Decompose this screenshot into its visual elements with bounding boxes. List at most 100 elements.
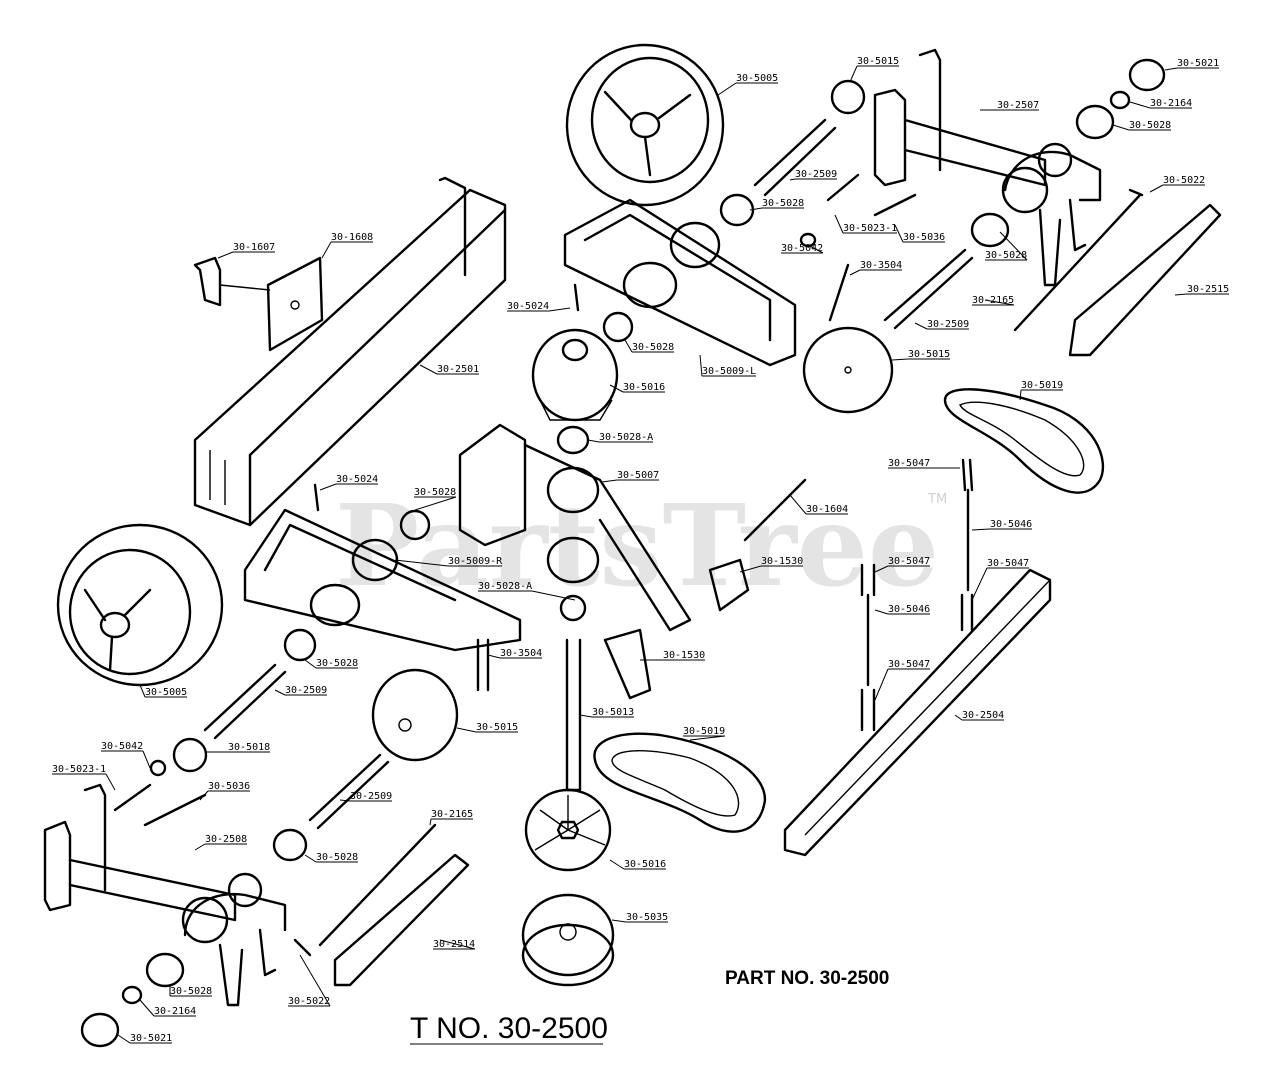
wheel-top (565, 43, 725, 207)
spring-5024-top (573, 283, 580, 312)
callout-label-c30: 30-5046 (990, 519, 1032, 530)
callout-leader-c28 (601, 479, 618, 483)
callout-leader-c39 (874, 609, 889, 615)
bar-2504 (783, 568, 1052, 857)
callout-leader-c35 (531, 590, 576, 601)
callout-leader-c12 (807, 244, 824, 254)
callout-leader-c17 (914, 322, 928, 330)
callout-leader-c33 (414, 496, 457, 511)
callout-label-c25: 30-5016 (623, 382, 665, 393)
bar-2514 (333, 853, 470, 987)
callout-label-c56: 30-5028 (316, 852, 358, 863)
callout-label-c31: 30-1604 (806, 504, 848, 515)
callout-label-c22: 30-5024 (507, 301, 549, 312)
callout-label-c58: 30-5016 (624, 859, 666, 870)
callout-leader-c46 (456, 727, 477, 733)
callout-label-c38: 30-5047 (987, 558, 1029, 569)
callout-leader-c8 (749, 207, 763, 211)
callout-leader-c54 (339, 799, 351, 802)
plate-1608 (266, 256, 324, 352)
callout-label-c23: 30-5028 (632, 342, 674, 353)
callout-label-c34: 30-5009-R (448, 556, 503, 567)
callout-leader-c51 (142, 750, 151, 769)
callout-label-c27: 30-5028-A (599, 432, 653, 443)
callout-label-c15: 30-2165 (972, 295, 1014, 306)
spring-5047-b (960, 593, 974, 632)
callout-leader-c11 (894, 224, 904, 243)
callout-label-c2: 30-5015 (857, 56, 899, 67)
callout-label-c60: 30-2514 (433, 939, 475, 950)
callout-label-c44: 30-2509 (285, 685, 327, 696)
pulley-5016-lower (524, 788, 612, 872)
callout-leader-c38 (971, 567, 988, 601)
callout-leader-c52 (105, 773, 116, 791)
callout-leader-c1 (717, 82, 737, 96)
bushing-5028-lower (283, 628, 317, 662)
callout-label-c13: 30-5028 (985, 250, 1027, 261)
callout-leader-c49 (954, 714, 963, 721)
callout-label-c33: 30-5028 (414, 487, 456, 498)
callout-label-c36: 30-1530 (761, 556, 803, 567)
nut-5042-lower (149, 759, 167, 777)
callout-leader-c43 (304, 659, 317, 669)
callout-label-c35: 30-5028-A (478, 581, 532, 592)
callout-label-c4: 30-5021 (1177, 58, 1219, 69)
watermark-text: PartsTree (335, 481, 939, 612)
callout-label-c7: 30-2509 (795, 169, 837, 180)
callout-leader-c25 (609, 384, 624, 393)
callout-leader-c24 (699, 354, 703, 377)
callout-leader-c19 (217, 251, 234, 259)
callout-leader-c34 (394, 559, 449, 567)
spring-5024-left (313, 483, 320, 512)
callout-leader-c16 (1174, 293, 1188, 296)
bushing-5028-left (399, 509, 431, 541)
callout-leader-c64 (117, 1034, 131, 1044)
callout-label-c49: 30-2504 (962, 710, 1004, 721)
callout-label-c14: 30-3504 (860, 260, 902, 271)
bar-2515 (1068, 203, 1222, 357)
callout-leader-c56 (304, 854, 317, 863)
callout-leader-c26 (1019, 389, 1022, 401)
callout-leader-c23 (624, 339, 633, 353)
callout-label-c39: 30-5046 (888, 604, 930, 615)
spring-5047-a (961, 458, 974, 492)
callout-leader-c40 (487, 654, 501, 659)
hub-5018 (172, 737, 208, 773)
callout-labels: 30-500530-501530-250730-502130-216430-50… (52, 56, 1229, 1044)
callout-label-c20: 30-1608 (331, 232, 373, 243)
callout-leader-c6 (1112, 124, 1130, 131)
callout-label-c61: 30-5028 (170, 986, 212, 997)
callout-label-c59: 30-5035 (626, 912, 668, 923)
callout-leader-c9 (1149, 184, 1164, 193)
callout-label-c29: 30-5047 (888, 458, 930, 469)
callout-leader-c53 (199, 790, 209, 801)
callout-leader-c42 (139, 684, 146, 698)
spring-5047-d (860, 688, 876, 732)
callout-leader-c55 (194, 843, 206, 851)
callout-label-c40: 30-3504 (500, 648, 542, 659)
shaft-2509-lower (203, 663, 287, 740)
spring-5036-lower (143, 793, 207, 827)
bracket-2507 (873, 48, 1102, 287)
callout-label-c37: 30-5047 (888, 556, 930, 567)
callout-leader-c60 (439, 939, 476, 950)
bushing-5028-lower2 (272, 828, 308, 862)
bolt-5022-lower (293, 938, 312, 957)
callout-leader-c36 (739, 565, 762, 573)
part-number-label: PART NO. 30-2500 (725, 968, 889, 989)
title-label: T NO. 30-2500 (410, 1012, 608, 1045)
callout-label-c64: 30-5021 (130, 1033, 172, 1044)
bushing-5028-r1 (1075, 104, 1115, 140)
shaft-2509-top (753, 118, 837, 197)
callout-label-c3: 30-2507 (997, 100, 1039, 111)
rod-2165-lower (318, 823, 437, 947)
link-1530-center (603, 628, 652, 700)
callout-label-c21: 30-2501 (437, 364, 479, 375)
shaft-5013 (565, 638, 582, 792)
callout-label-c9: 30-5022 (1163, 175, 1205, 186)
callout-leader-c57 (429, 818, 432, 826)
bracket-1607 (193, 256, 271, 307)
callout-label-c11: 30-5036 (903, 232, 945, 243)
callout-leader-c14 (849, 269, 861, 276)
callout-label-c63: 30-5022 (288, 996, 330, 1007)
